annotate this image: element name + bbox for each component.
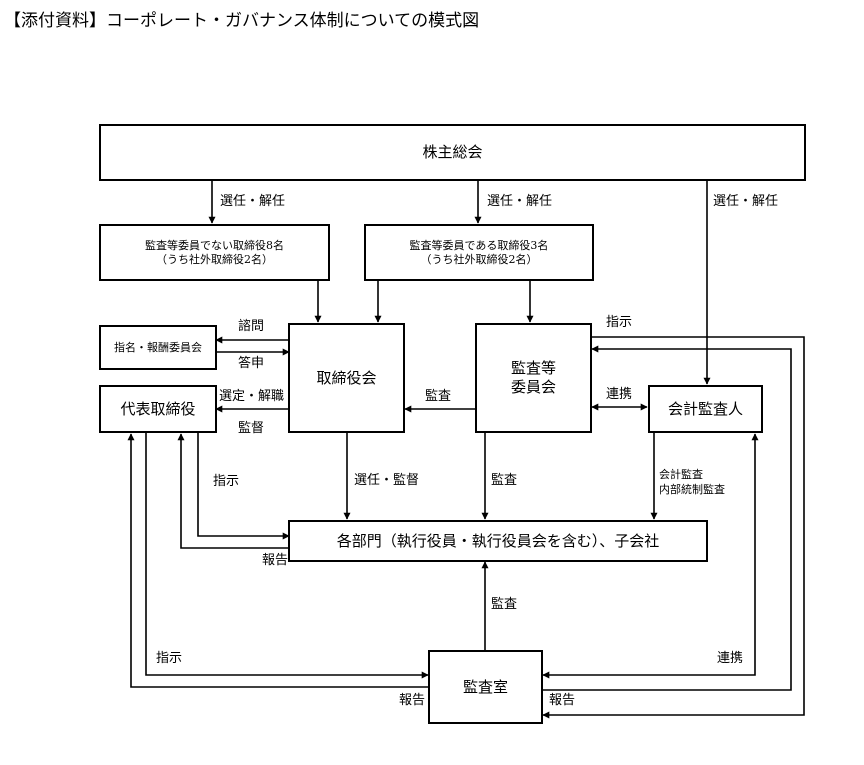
arrow-departments-report [177,433,289,549]
label-audit-departments: 監査 [491,473,518,488]
label-answer: 答申 [238,356,265,371]
board-of-directors-box: 取締役会 [288,323,405,433]
audit-committee-directors-line1: 監査等委員である取締役3名 [409,238,549,252]
label-select-dismiss: 選定・解職 [219,389,285,404]
label-accounting-audit: 会計監査 [659,468,703,481]
shareholders-meeting-label: 株主総会 [422,143,483,162]
label-report-left: 報告 [399,693,426,708]
label-cooperation-office: 連携 [717,651,744,666]
label-inquiry: 諮問 [238,319,265,334]
non-audit-committee-directors-line1: 監査等委員でない取締役8名 [145,238,284,252]
label-elect-dismiss-1: 選任・解任 [220,194,286,209]
arrow-ceo-to-office [145,432,429,679]
label-elect-dismiss-2: 選任・解任 [487,194,553,209]
representative-director-box: 代表取締役 [99,385,217,433]
audit-committee-line1: 監査等 [510,359,556,378]
arrow-office-auditor-cooperation [542,433,759,679]
label-elect-supervise: 選任・監督 [354,473,420,488]
audit-committee-line2: 委員会 [510,378,556,396]
arrow-ceo-instruction [197,432,290,540]
accounting-auditor-box: 会計監査人 [648,385,763,433]
shareholders-meeting-box: 株主総会 [99,124,806,181]
audit-committee-directors-box: 監査等委員である取締役3名 （うち社外取締役2名） [364,224,594,281]
label-cooperation-auditor: 連携 [606,387,633,402]
departments-subsidiaries-label: 各部門（執行役員・執行役員会を含む）、子会社 [336,531,660,550]
label-supervise: 監督 [238,421,265,436]
label-audit-office-audit: 監査 [491,597,518,612]
audit-committee-directors-line2: （うち社外取締役2名） [420,252,538,266]
departments-subsidiaries-box: 各部門（執行役員・執行役員会を含む）、子会社 [288,520,708,562]
board-of-directors-label: 取締役会 [316,368,377,387]
representative-director-label: 代表取締役 [120,399,196,418]
nomination-compensation-committee-label: 指名・報酬委員会 [114,340,202,354]
arrow-office-report-committee [543,345,792,691]
label-internal-control-audit: 内部統制監査 [659,483,725,496]
label-instruction-ceo: 指示 [213,474,240,489]
label-report-departments: 報告 [262,553,289,568]
label-elect-dismiss-3: 選任・解任 [713,194,779,209]
internal-audit-office-box: 監査室 [428,650,543,724]
accounting-auditor-label: 会計監査人 [667,399,743,418]
non-audit-committee-directors-line2: （うち社外取締役2名） [156,252,273,266]
label-instruction-top: 指示 [606,315,633,330]
arrow-committee-instruction-office [542,336,805,719]
non-audit-committee-directors-box: 監査等委員でない取締役8名 （うち社外取締役2名） [99,224,330,281]
internal-audit-office-label: 監査室 [462,677,508,696]
page-title: 【添付資料】コーポレート・ガバナンス体制についての模式図 [4,11,480,31]
arrow-office-report-ceo [127,433,428,688]
audit-committee-box: 監査等 委員会 [475,323,592,433]
label-report-right: 報告 [549,693,576,708]
label-audit-board: 監査 [425,389,452,404]
label-instruction-office: 指示 [156,651,183,666]
nomination-compensation-committee-box: 指名・報酬委員会 [99,325,217,370]
